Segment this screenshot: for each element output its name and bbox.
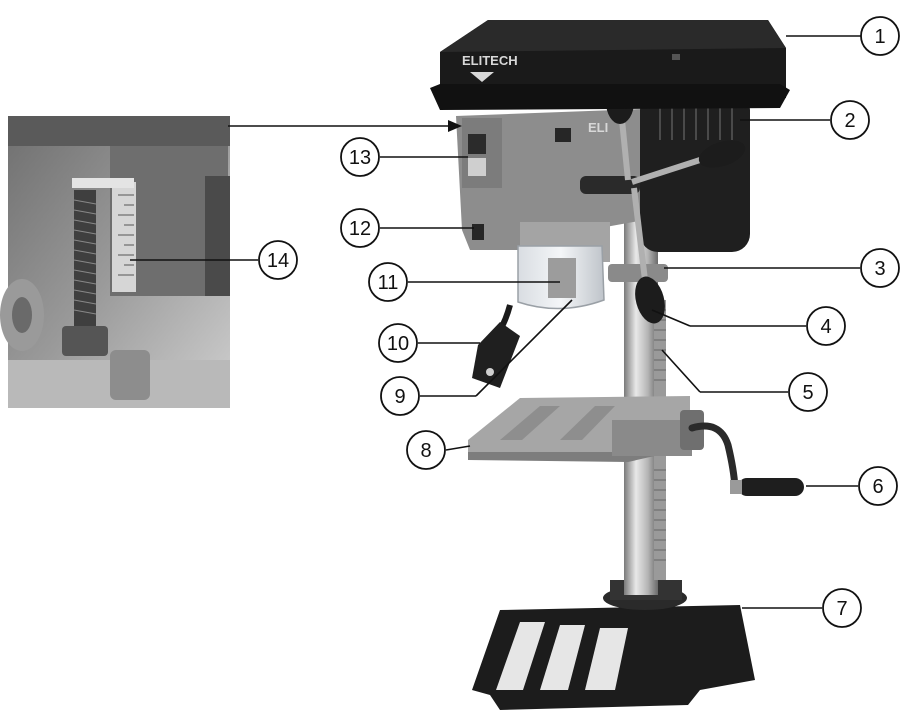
callout-number: 1 [874, 26, 885, 48]
motor [640, 92, 750, 252]
callout-number: 4 [820, 316, 831, 338]
callout-number: 6 [872, 476, 883, 498]
callout-circle [822, 588, 862, 628]
work-table [468, 396, 704, 462]
callout-number: 5 [802, 382, 813, 404]
callout-circle [830, 100, 870, 140]
callout-4: 4 [806, 306, 846, 346]
callout-number: 3 [874, 258, 885, 280]
callout-7: 7 [822, 588, 862, 628]
leader-lines [130, 35, 862, 609]
brand-partial-label: ELI [588, 120, 608, 135]
base [472, 580, 755, 710]
callout-circle [406, 430, 446, 470]
callout-number: 10 [387, 333, 409, 355]
callout-circle [806, 306, 846, 346]
callout-9: 9 [380, 376, 420, 416]
callout-2: 2 [830, 100, 870, 140]
callout-circle [860, 248, 900, 288]
callout-circle [340, 137, 380, 177]
callout-circle [340, 208, 380, 248]
callout-number: 12 [349, 218, 371, 240]
callout-8: 8 [406, 430, 446, 470]
callout-number: 14 [267, 250, 289, 272]
callout-12: 12 [340, 208, 380, 248]
callout-number: 2 [844, 110, 855, 132]
callout-3: 3 [860, 248, 900, 288]
callout-circle [368, 262, 408, 302]
callout-number: 11 [378, 272, 399, 294]
callout-circle [858, 466, 898, 506]
crank-handle [688, 422, 804, 496]
callout-6: 6 [858, 466, 898, 506]
callout-1: 1 [860, 16, 900, 56]
callout-10: 10 [378, 323, 418, 363]
callout-circle [258, 240, 298, 280]
callout-number: 13 [349, 147, 371, 169]
callout-circle [378, 323, 418, 363]
callout-number: 7 [836, 598, 847, 620]
belt-guard-cover: ELITECH [430, 20, 790, 110]
remote-switch [472, 304, 520, 388]
callout-5: 5 [788, 372, 828, 412]
chuck-guard [517, 245, 605, 310]
depth-scale-inset [0, 116, 230, 408]
callout-circle [788, 372, 828, 412]
brand-label: ELITECH [462, 53, 518, 68]
callout-number: 8 [420, 440, 431, 462]
callout-number: 9 [394, 386, 405, 408]
leader-arrowhead [448, 120, 462, 132]
callout-13: 13 [340, 137, 380, 177]
callout-circle [860, 16, 900, 56]
callout-14: 14 [258, 240, 298, 280]
callout-circle [380, 376, 420, 416]
callout-11: 11 [368, 262, 408, 302]
